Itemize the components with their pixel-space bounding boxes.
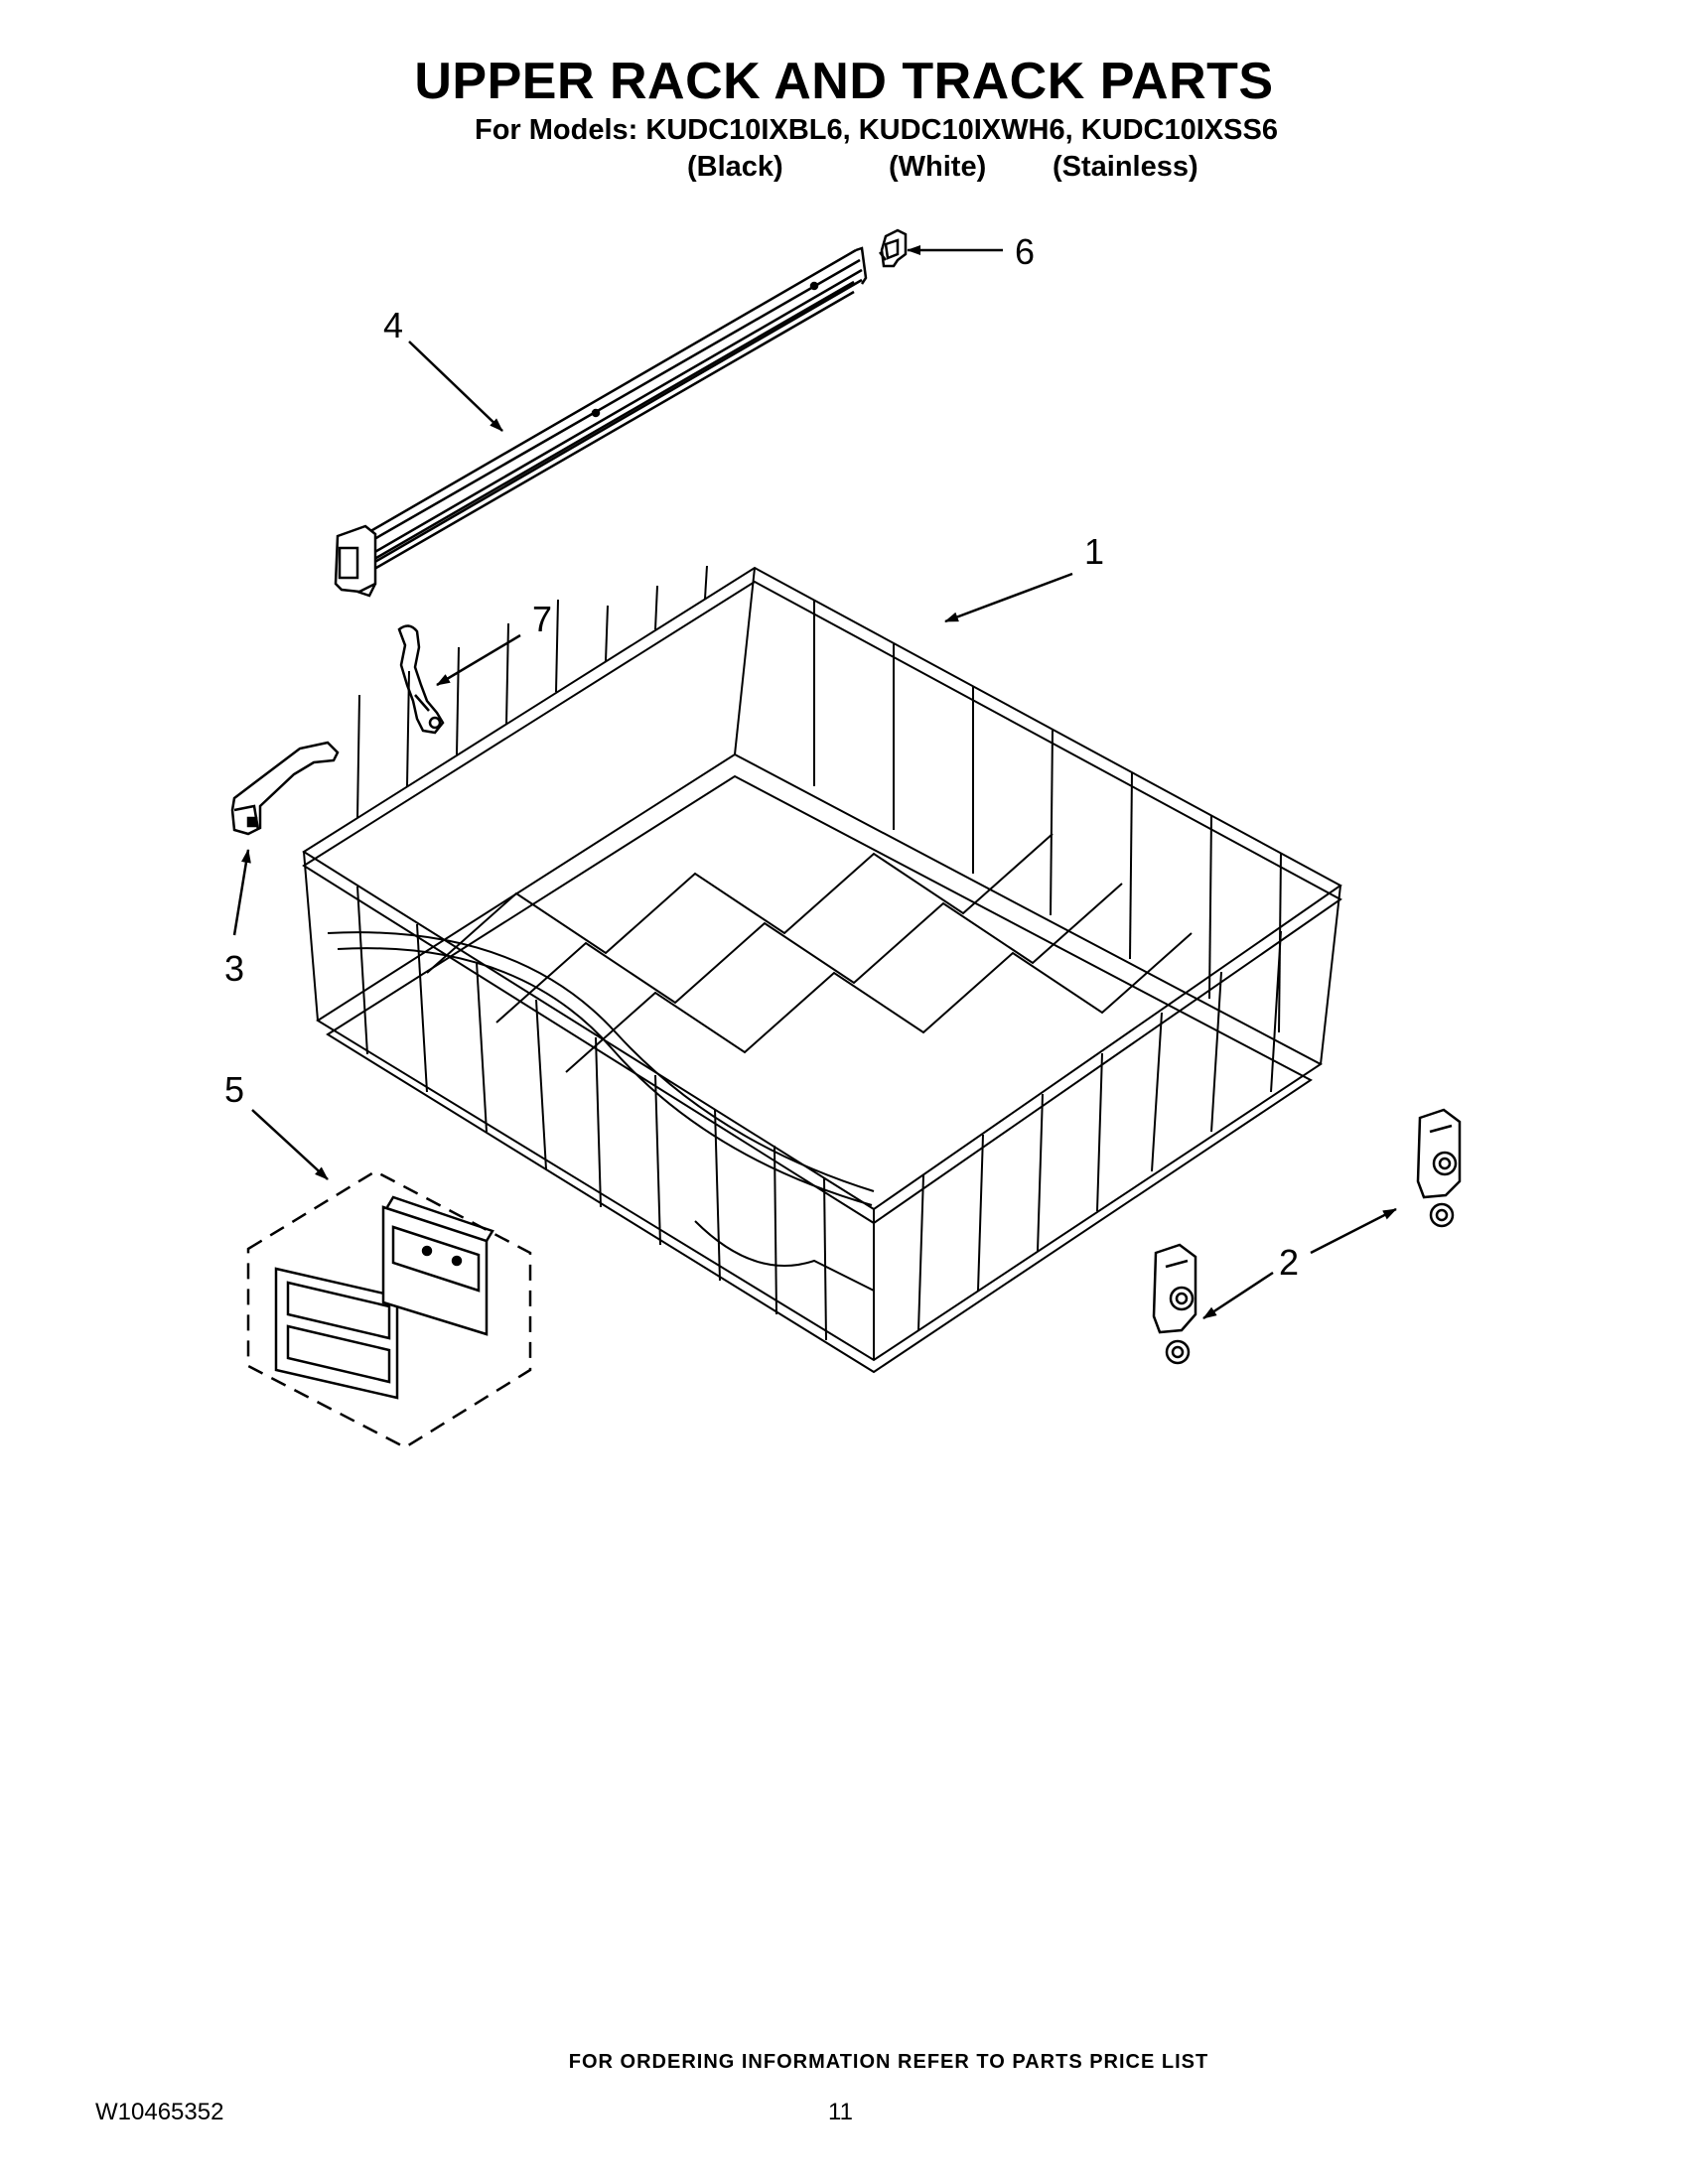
models-line: For Models: KUDC10IXBL6, KUDC10IXWH6, KU… xyxy=(475,114,1278,146)
leader-5 xyxy=(251,1109,329,1180)
document-number: W10465352 xyxy=(95,2099,224,2125)
leader-7 xyxy=(436,633,521,687)
rack-stop-illustration xyxy=(230,741,340,836)
track-end-cap-illustration xyxy=(879,228,908,268)
page-title: UPPER RACK AND TRACK PARTS xyxy=(414,53,1274,110)
exploded-parts-diagram: 6 4 1 7 3 5 2 xyxy=(224,228,1462,1449)
callout-2: 2 xyxy=(1279,1242,1299,1283)
track-rail-illustration xyxy=(334,246,868,598)
leader-3 xyxy=(232,849,251,936)
callout-4: 4 xyxy=(383,305,403,345)
upper-rack-illustration xyxy=(302,565,1342,1374)
leader-4 xyxy=(408,341,503,432)
leader-2b xyxy=(1202,1271,1274,1320)
variant-stainless: (Stainless) xyxy=(1053,151,1198,183)
rack-handle-kit-illustration xyxy=(246,1169,532,1449)
rack-clip-illustration xyxy=(397,624,445,735)
ordering-note: FOR ORDERING INFORMATION REFER TO PARTS … xyxy=(568,2051,1209,2073)
callout-7: 7 xyxy=(532,599,552,639)
callout-1: 1 xyxy=(1084,531,1104,572)
leader-2a xyxy=(1310,1207,1397,1255)
rack-roller-illustration-a xyxy=(1416,1108,1462,1228)
callout-5: 5 xyxy=(224,1069,244,1110)
callout-3: 3 xyxy=(224,948,244,989)
page-number: 11 xyxy=(828,2099,853,2125)
leader-1 xyxy=(944,572,1073,623)
leader-arrows xyxy=(232,245,1397,1320)
variant-white: (White) xyxy=(889,151,987,183)
variant-black: (Black) xyxy=(687,151,783,183)
rack-roller-illustration-b xyxy=(1152,1243,1197,1365)
callout-6: 6 xyxy=(1015,231,1035,272)
